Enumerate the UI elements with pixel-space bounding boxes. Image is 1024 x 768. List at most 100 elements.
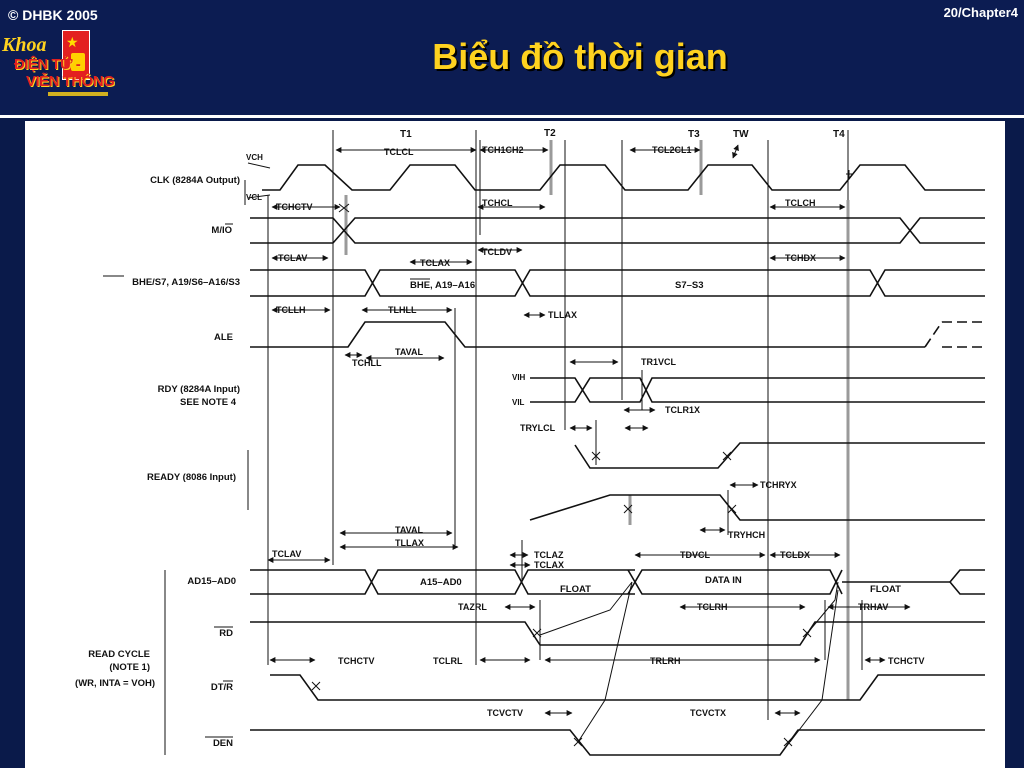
bus-float-1: FLOAT (560, 584, 591, 595)
level-vcl: VCL (246, 193, 262, 202)
faculty-logo: ★ Khoa ĐIỆN TỬ - VIỄN THÔNG (0, 28, 122, 108)
t-tcvctv: TCVCTV (487, 708, 523, 718)
level-vch: VCH (246, 153, 263, 162)
dtr-waveform (270, 674, 985, 701)
t-tclcl: TCLCL (384, 147, 414, 157)
t-tchdx: TCHDX (785, 253, 816, 263)
read-cycle-condition: (WR, INTA = VOH) (75, 678, 155, 689)
active-low-overbars (103, 223, 430, 738)
t-tr1vcl: TR1VCL (641, 357, 677, 367)
state-t2: T2 (544, 128, 556, 139)
t-tchcl: TCHCL (482, 198, 513, 208)
signal-clk: CLK (8284A Output) (150, 175, 240, 186)
signal-ad: AD15–AD0 (187, 576, 236, 587)
t-trlrh: TRLRH (650, 656, 681, 666)
causal-lines (539, 581, 839, 743)
t-tclch: TCLCH (785, 198, 816, 208)
t-tcldv: TCLDV (482, 247, 512, 257)
level-vil: VIL (512, 398, 525, 407)
logo-underline (48, 92, 108, 96)
bus-float-2: FLOAT (870, 584, 901, 595)
t-tclav-2: TCLAV (272, 549, 301, 559)
t-tclr1x: TCLR1X (665, 405, 700, 415)
t-tchctv-3: TCHCTV (888, 656, 925, 666)
header-divider (0, 115, 1024, 118)
clk-waveform (262, 164, 985, 191)
level-vih: VIH (512, 373, 526, 382)
slide-header: © DHBK 2005 20/Chapter4 ★ Khoa ĐIỆN TỬ -… (0, 0, 1024, 118)
rdy-waveform (530, 377, 985, 403)
t-tcvctx: TCVCTX (690, 708, 726, 718)
signal-bhe: BHE/S7, A19/S6–A16/S3 (132, 277, 240, 288)
logo-line1: ĐIỆN TỬ - (14, 56, 81, 73)
t-tcl2cl1: TCL2CL1 (652, 145, 692, 155)
t-tclaz: TCLAZ (534, 550, 564, 560)
t-tdvcl: TDVCL (680, 550, 710, 560)
t-tlhll: TLHLL (388, 305, 417, 315)
signal-rdy: RDY (8284A Input) (158, 384, 240, 395)
signal-rdy-note: SEE NOTE 4 (180, 397, 237, 408)
state-t4: T4 (833, 129, 845, 140)
den-waveform (250, 729, 985, 756)
t-trylcl: TRYLCL (520, 423, 556, 433)
timing-labels: TCLCL TCH1CH2 TCL2CL1 TCHCTV TCHCL TCLCH… (272, 145, 925, 718)
t-tchryx: TCHRYX (760, 480, 797, 490)
state-tw: TW (733, 129, 749, 140)
timing-arrows (267, 144, 911, 716)
signal-rd: RD (219, 628, 233, 639)
t-tclrl: TCLRL (433, 656, 463, 666)
logo-flag-icon: ★ (62, 30, 90, 80)
state-t3: T3 (688, 129, 700, 140)
bus-address: A15–AD0 (420, 577, 462, 588)
ale-waveform (250, 321, 925, 348)
edge-tick-marks (311, 170, 852, 747)
t-tclax: TCLAX (420, 258, 450, 268)
t-tcldx: TCLDX (780, 550, 810, 560)
signal-dtr: DT/R (211, 682, 233, 693)
t-tclav: TCLAV (278, 253, 307, 263)
signal-ale: ALE (214, 332, 233, 343)
bus-status: S7–S3 (675, 280, 704, 291)
t-tclrh: TCLRH (697, 602, 728, 612)
ready-waveform (529, 442, 985, 521)
rd-waveform (250, 621, 985, 646)
level-markers (164, 162, 271, 755)
t-tchll: TCHLL (352, 358, 382, 368)
t-taval-2: TAVAL (395, 525, 423, 535)
state-t1: T1 (400, 129, 412, 140)
t-tryhch: TRYHCH (728, 530, 765, 540)
timing-diagram-area: T1 T2 T3 TW T4 VCH VCL VIH VIL CLK (8284… (0, 118, 1024, 768)
t-tazrl: TAZRL (458, 602, 487, 612)
ad-bus-waveform (250, 569, 985, 595)
slide-title: Biểu đồ thời gian (432, 36, 728, 77)
signal-mio: M/IO (211, 225, 232, 236)
t-tchctv: TCHCTV (276, 202, 313, 212)
t-tclax-2: TCLAX (534, 560, 564, 570)
t-taval: TAVAL (395, 347, 423, 357)
state-labels: T1 T2 T3 TW T4 (400, 128, 845, 140)
logo-khoa: Khoa (2, 34, 47, 56)
t-tllax: TLLAX (548, 310, 577, 320)
bhe-bus-waveform (250, 269, 985, 297)
logo-line2: VIỄN THÔNG (26, 73, 115, 90)
ale-next-dashed (924, 321, 985, 348)
t-trhav: TRHAV (858, 602, 888, 612)
copyright-text: © DHBK 2005 (8, 7, 98, 23)
read-cycle-note: (NOTE 1) (109, 662, 150, 673)
bus-bhe-addr: BHE, A19–A16 (410, 280, 475, 291)
signal-ready: READY (8086 Input) (147, 472, 236, 483)
t-tllax-2: TLLAX (395, 538, 424, 548)
slide-number: 20/Chapter4 (943, 5, 1018, 20)
t-tchctv-2: TCHCTV (338, 656, 375, 666)
bus-data-in: DATA IN (705, 575, 742, 586)
bus-content-labels: BHE, A19–A16 S7–S3 A15–AD0 DATA IN FLOAT… (410, 280, 901, 595)
read-cycle-label: READ CYCLE (88, 649, 150, 660)
t-tcllh: TCLLH (276, 305, 306, 315)
signal-names: CLK (8284A Output) M/IO BHE/S7, A19/S6–A… (75, 175, 240, 749)
mio-waveform (250, 217, 985, 244)
signal-den: DEN (213, 738, 233, 749)
timing-diagram: T1 T2 T3 TW T4 VCH VCL VIH VIL CLK (8284… (25, 121, 1005, 768)
level-labels: VCH VCL VIH VIL (246, 153, 526, 407)
clock-edge-guides (344, 140, 850, 700)
t-tch1ch2: TCH1CH2 (482, 145, 524, 155)
